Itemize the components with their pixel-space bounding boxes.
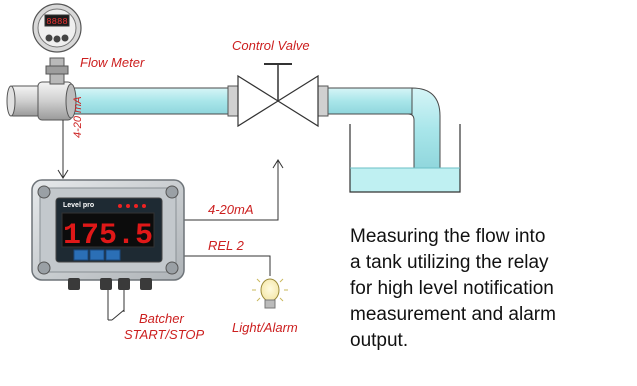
description-line: a tank utilizing the relay <box>350 252 549 273</box>
inlet-pipe <box>6 81 77 121</box>
label-control-valve: Control Valve <box>232 38 310 53</box>
flow-meter-display: 8888 <box>46 17 68 27</box>
description-line: output. <box>350 330 409 351</box>
panel-display: 175.5 <box>63 219 153 253</box>
control-valve <box>227 63 329 128</box>
description-line: measurement and alarm <box>350 304 556 325</box>
panel-brand-logo: Level pro <box>63 202 94 209</box>
panel-meter <box>31 179 185 290</box>
label-batcher: Batcher <box>139 311 184 326</box>
light-bulb-icon <box>252 278 288 309</box>
main-pipe <box>69 87 441 171</box>
label-flow-meter: Flow Meter <box>80 55 145 70</box>
label-light-alarm: Light/Alarm <box>232 320 298 335</box>
signal-wires <box>57 120 284 321</box>
label-relay: REL 2 <box>208 238 244 253</box>
description-line: Measuring the flow into <box>350 226 546 247</box>
description-line: for high level notification <box>350 278 554 299</box>
description-text: Measuring the flow into a tank utilizing… <box>350 224 635 354</box>
flow-meter <box>32 3 82 85</box>
label-4-20ma-out: 4-20mA <box>208 202 254 217</box>
tank <box>349 124 461 193</box>
label-start-stop: START/STOP <box>124 327 205 342</box>
label-4-20ma-meter: 4-20 mA <box>72 96 84 138</box>
